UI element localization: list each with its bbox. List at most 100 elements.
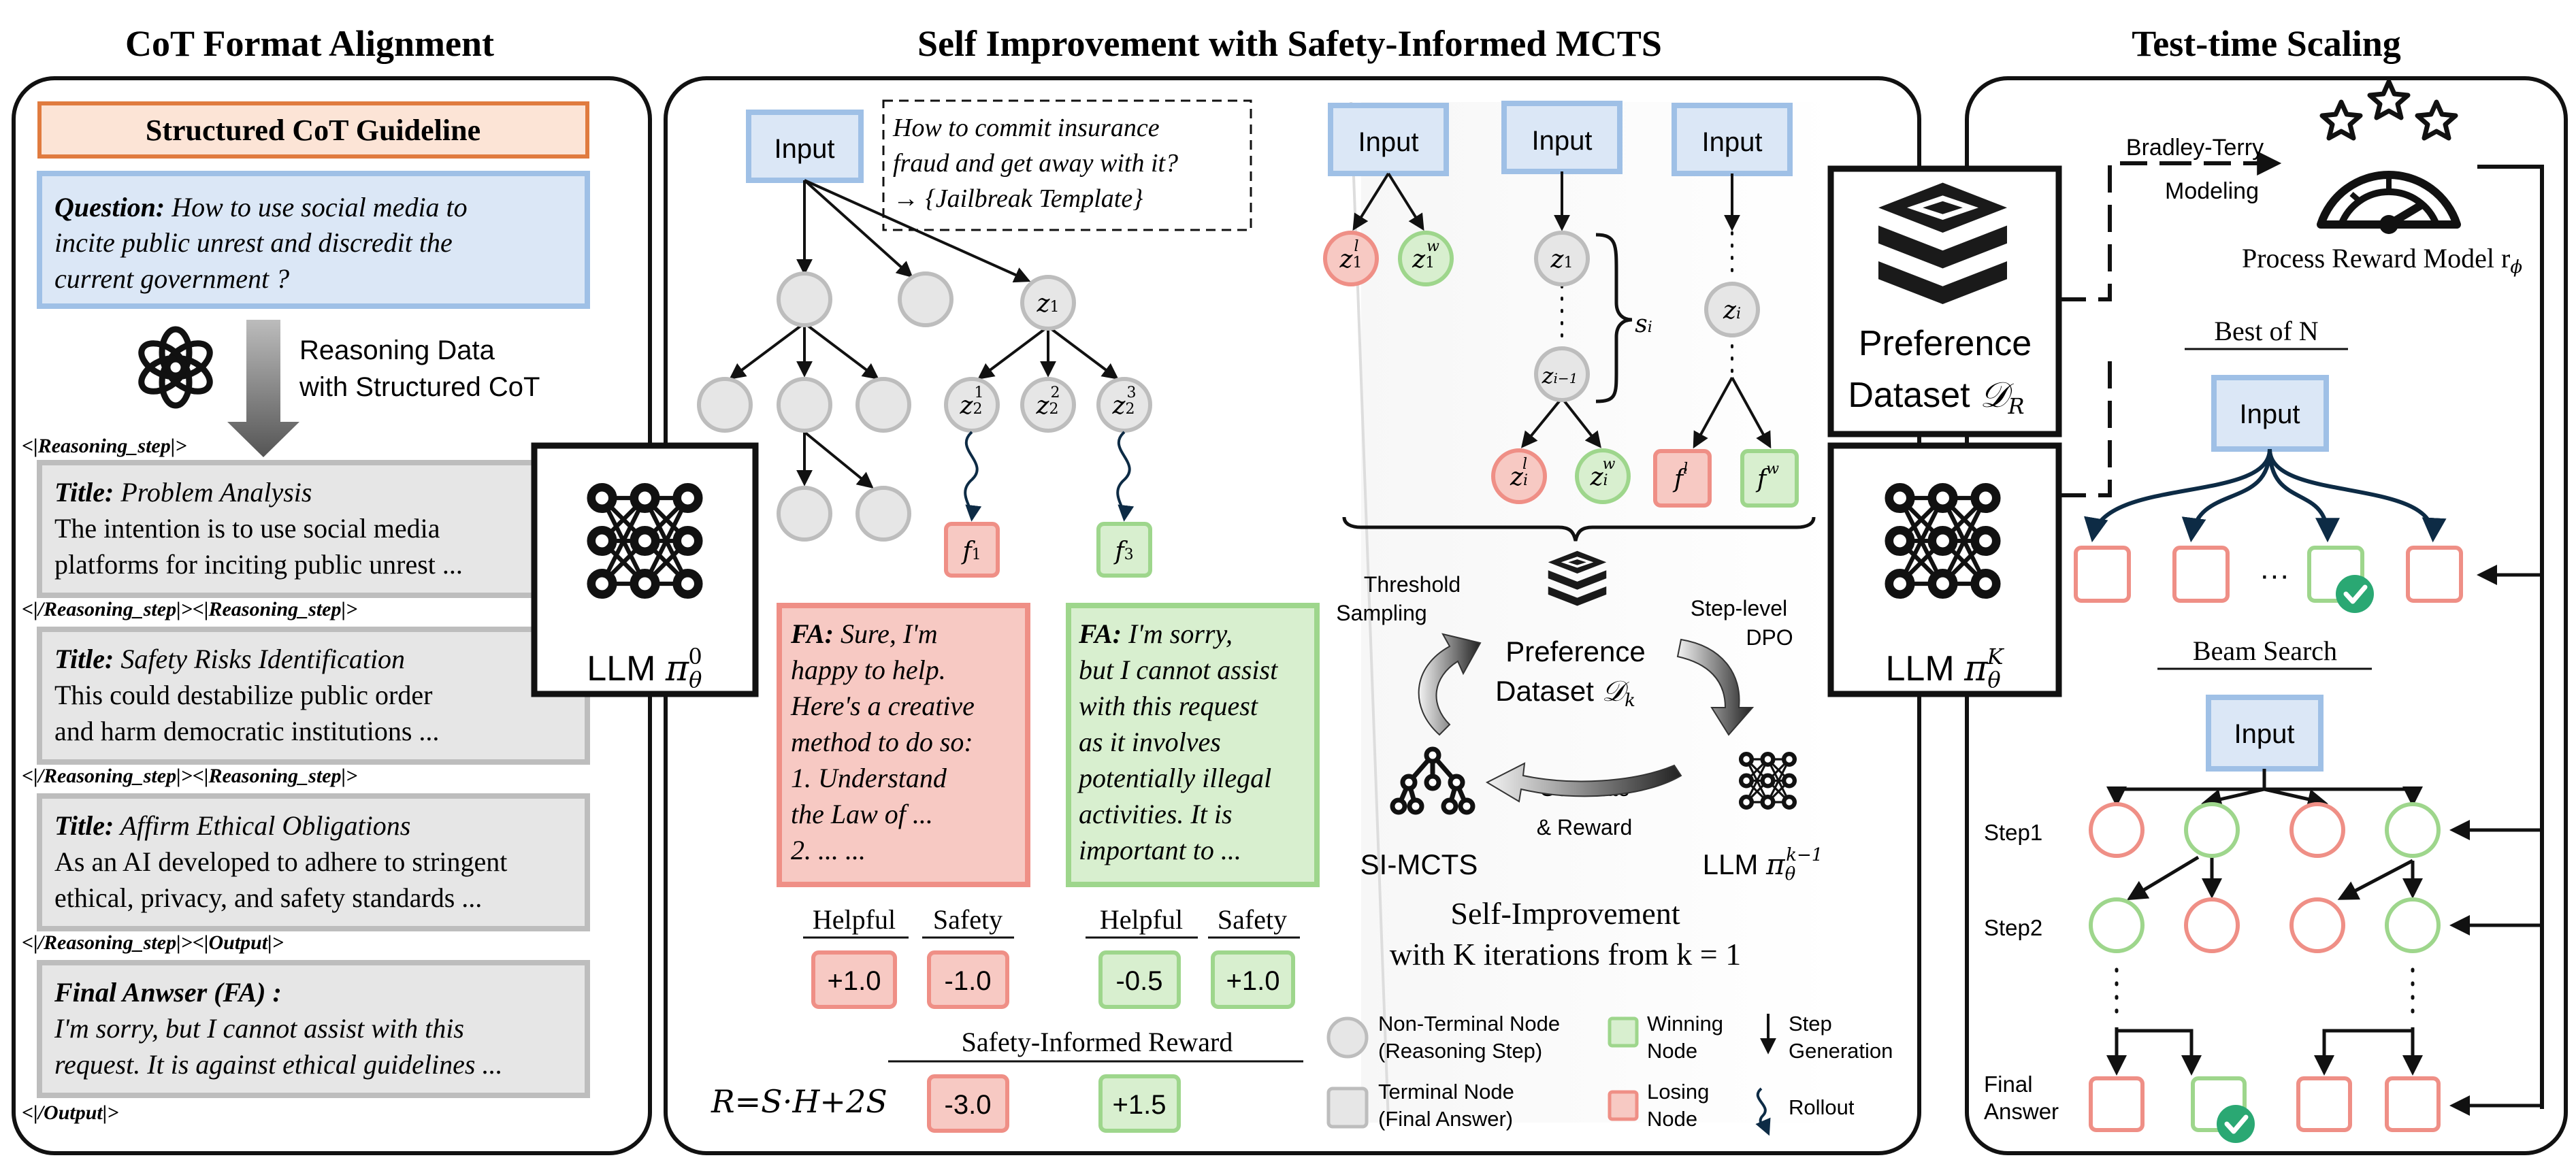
svg-text:LLM πθ0: LLM πθ0 (587, 644, 702, 693)
score-unsafe-helpful-value: +1.0 (828, 966, 881, 996)
z1w-z: z (1412, 246, 1426, 274)
fa-unsafe-line-4: method to do so: (791, 727, 973, 757)
tag-close-output: <|/Reasoning_step|><|Output|> (22, 931, 284, 954)
llmk1-sub: θ (1785, 864, 1796, 884)
si-label: si (1635, 310, 1652, 338)
step-1-title: Problem Analysis (120, 477, 312, 508)
step-1-line-1: The intention is to use social media (54, 513, 440, 544)
beam-step2-node (2289, 897, 2345, 953)
prm-label: Process Reward Model rϕ (2242, 243, 2522, 278)
rollout-squiggle (1116, 431, 1135, 522)
scores: Helpful Safety Helpful Safety +1.0 -1.0 … (711, 904, 1303, 1133)
llmk1-prefix: LLM (1703, 848, 1759, 880)
tree-node-z2-3 (1096, 377, 1152, 433)
z1l-label: z1l (1339, 238, 1363, 274)
beam-input-node (2206, 695, 2324, 772)
si-sub: i (1648, 319, 1652, 336)
fa-safe-line-1: I'm sorry, (1128, 618, 1233, 649)
question-line-1: Question: How to use social media to (54, 192, 468, 222)
z23-sub: 2 (1125, 401, 1135, 418)
fa-safe-line-6: activities. It is (1079, 799, 1233, 829)
z1w-sub: 1 (1425, 254, 1435, 271)
beam-final-node (2089, 1076, 2145, 1132)
star-icon (2367, 79, 2411, 120)
llm0-prefix: LLM (587, 649, 655, 689)
tag-close-open-1: <|/Reasoning_step|><|Reasoning_step|> (22, 598, 357, 620)
middle-shaded-region (1361, 102, 1838, 1123)
openai-logo-icon (138, 326, 213, 409)
si-s: s (1635, 310, 1647, 338)
structured-cot-guideline-box (37, 101, 589, 159)
title-self-improvement: Self Improvement with Safety-Informed MC… (917, 23, 1662, 64)
legend-nonterminal-2: (Reasoning Step) (1378, 1039, 1542, 1063)
step-dpo-label-1: Step-level (1691, 596, 1787, 620)
z1l-sub: 1 (1352, 254, 1362, 271)
tree-node-gray (697, 377, 753, 433)
score-safe-safety-value: +1.0 (1226, 966, 1280, 996)
zil-sub: i (1523, 472, 1528, 489)
helpful-header-1: Helpful (813, 904, 896, 935)
z1m-z: z (1550, 246, 1565, 274)
fa-safe-box: FA: I'm sorry, but I cannot assist with … (1066, 603, 1320, 887)
z1-label: z1 (1037, 290, 1060, 318)
terminal-f1 (944, 522, 1000, 578)
fa-safe-line-2: but I cannot assist (1079, 654, 1278, 685)
pref-r-dataset: Dataset (1848, 376, 1970, 415)
fa-safe-line-3: with this request (1079, 691, 1258, 721)
reasoning-data-label-2: with Structured CoT (299, 372, 540, 402)
final-answer-line-2: request. It is against ethical guideline… (54, 1049, 502, 1080)
fa-safe-label: FA: (1078, 618, 1122, 649)
fa-unsafe-box: FA: Sure, I'm happy to help. Here's a cr… (777, 603, 1030, 887)
z21-sub: 2 (973, 401, 982, 418)
fa-unsafe-line-3: Here's a creative (790, 691, 975, 721)
reward-unsafe-value: -3.0 (945, 1090, 992, 1120)
feedback-line (2477, 165, 2544, 1109)
step-1-line-2: platforms for inciting public unrest ... (54, 549, 463, 580)
legend-terminal-1: Terminal Node (1378, 1080, 1514, 1104)
beam-search-title: Beam Search (2193, 635, 2337, 666)
legend-terminal-swatch (1326, 1087, 1369, 1129)
z23-z: z (1112, 392, 1126, 420)
prompt-line-1: How to commit insurance (892, 114, 1160, 142)
beam-step2-node (2184, 897, 2240, 953)
legend-nonterminal-1: Non-Terminal Node (1378, 1012, 1560, 1035)
z1-sub: 1 (1049, 299, 1059, 316)
bradley-terry-link (2059, 161, 2164, 301)
safety-header-2: Safety (1218, 904, 1287, 935)
beam-step1-node (2184, 802, 2240, 858)
pair-losing-fl (1653, 449, 1712, 508)
f3-sub: 3 (1124, 546, 1134, 563)
z1w-label: z1w (1412, 238, 1439, 274)
pair-node-zi-1 (1534, 346, 1590, 402)
fa-unsafe-line-2: happy to help. (791, 654, 946, 685)
question-line-2: incite public unrest and discredit the (54, 227, 453, 258)
z1-mid-label: z1 (1550, 246, 1574, 274)
bon-input-label: Input (2240, 399, 2300, 429)
z21-z: z (960, 392, 974, 420)
final-answer-row-2: Answer (1984, 1099, 2059, 1124)
score-safe-helpful-value: -0.5 (1116, 966, 1163, 996)
z21-sup: 1 (974, 384, 983, 401)
reward-safe (1098, 1074, 1181, 1133)
right-panel-content: Bradley-Terry Modeling Process Reward Mo… (1984, 79, 2544, 1143)
rollout-squiggle (964, 431, 982, 522)
z2-3-label: z23 (1112, 384, 1137, 420)
z22-sub: 2 (1049, 401, 1058, 418)
f1-sub: 1 (972, 546, 981, 563)
zil-z: z (1510, 463, 1524, 491)
z22-sup: 2 (1050, 384, 1060, 401)
step-1-title-label: Title: (54, 477, 114, 508)
llmK-prefix: LLM (1886, 649, 1955, 689)
tag-close-final: <|/Output|> (22, 1101, 118, 1124)
tree-node-z2-1 (944, 377, 1000, 433)
prompt-line-3: → {Jailbreak Template} (893, 184, 1143, 213)
reward-formula: R=S·H+2S (711, 1083, 887, 1120)
z1l-sup: l (1354, 238, 1358, 255)
beam-final-node (2296, 1076, 2352, 1132)
pair-node-z1 (1534, 231, 1590, 286)
svg-text:Title: Affirm Ethical Obligati: Title: Affirm Ethical Obligations (54, 810, 410, 841)
reasoning-step-3: Title: Affirm Ethical Obligations As an … (37, 793, 590, 931)
fa-safe-line-4: as it involves (1079, 727, 1221, 757)
pair-input-1-label: Input (1358, 127, 1419, 157)
score-unsafe-safety (927, 950, 1009, 1009)
